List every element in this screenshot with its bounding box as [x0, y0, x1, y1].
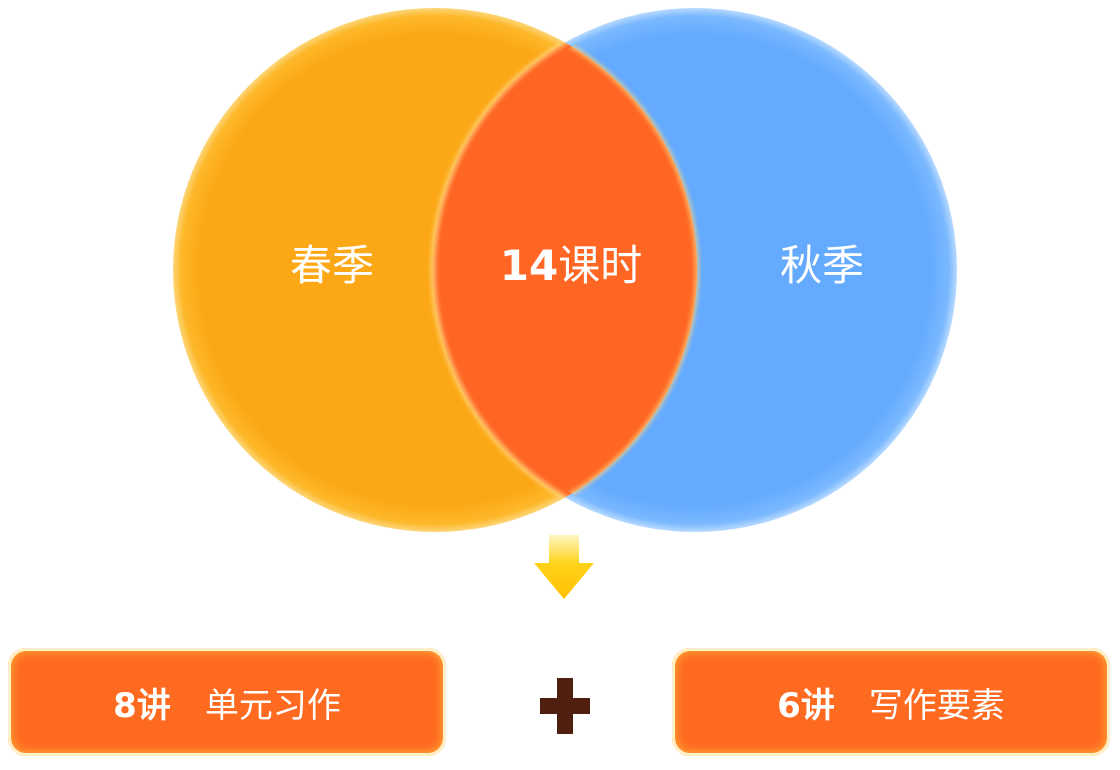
overlap-label: 14课时: [500, 245, 642, 287]
plus-icon: [540, 678, 590, 734]
box-unit-writing-count: 8讲: [113, 685, 171, 726]
box-unit-writing: 8讲 单元习作: [8, 648, 446, 756]
overlap-number: 14: [499, 241, 559, 290]
box-writing-elements-text: 写作要素: [868, 685, 1005, 726]
venn-diagram: [173, 8, 957, 532]
box-unit-writing-text: 单元习作: [204, 685, 341, 726]
right-circle-label: 秋季: [779, 241, 865, 290]
overlap-unit: 课时: [558, 241, 643, 290]
arrow-down-icon: [534, 535, 594, 599]
box-writing-elements: 6讲 写作要素: [672, 648, 1110, 756]
box-writing-elements-count: 6讲: [777, 685, 835, 726]
left-circle-label: 春季: [289, 241, 375, 290]
